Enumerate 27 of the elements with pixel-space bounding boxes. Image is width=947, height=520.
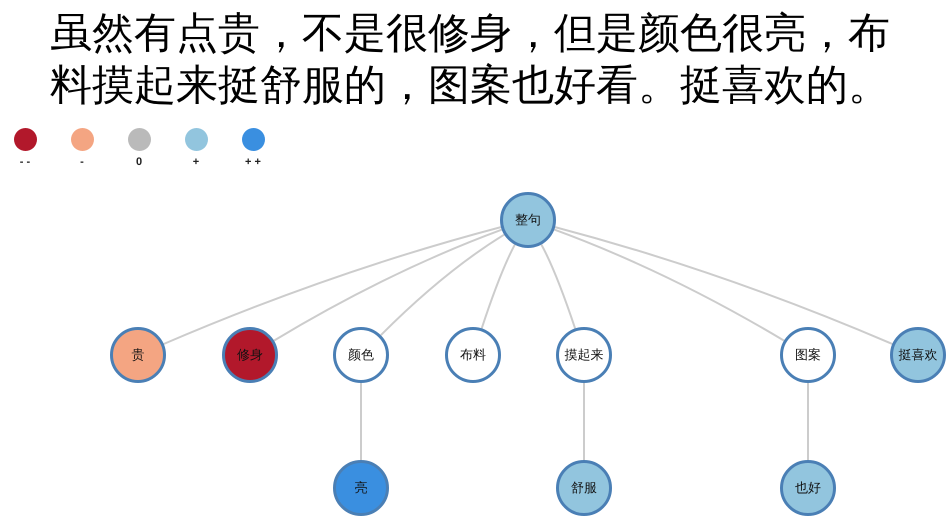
connector-line [583, 383, 585, 460]
node-label: 也好 [795, 479, 821, 497]
legend-label: + + [245, 156, 261, 169]
node-label: 舒服 [571, 479, 597, 497]
connector-line [554, 226, 893, 345]
legend-label: + [192, 156, 200, 169]
node-label: 布料 [460, 346, 486, 364]
sentence-title: 虽然有点贵，不是很修身，但是颜色很亮，布料摸起来挺舒服的，图案也好看。挺喜欢的。 [50, 10, 891, 111]
legend-label: - [80, 156, 84, 169]
connector-line [163, 226, 502, 345]
node-label: 亮 [354, 479, 368, 497]
node-label: 整句 [515, 211, 541, 229]
node-label: 摸起来 [564, 346, 604, 364]
node-label: 颜色 [348, 346, 374, 364]
legend-label: 0 [136, 156, 142, 169]
node-label: 挺喜欢 [898, 346, 938, 364]
connector-line [807, 383, 809, 460]
node-label: 图案 [795, 346, 821, 364]
legend-label: - - [20, 156, 30, 169]
connector-line [380, 234, 505, 336]
connector-line [360, 383, 362, 460]
connector-line [554, 228, 784, 342]
node-label: 贵 [132, 346, 144, 364]
connector-line [540, 244, 576, 329]
connector-line [274, 228, 502, 342]
connector-line [480, 244, 516, 329]
node-label: 修身 [237, 346, 263, 364]
